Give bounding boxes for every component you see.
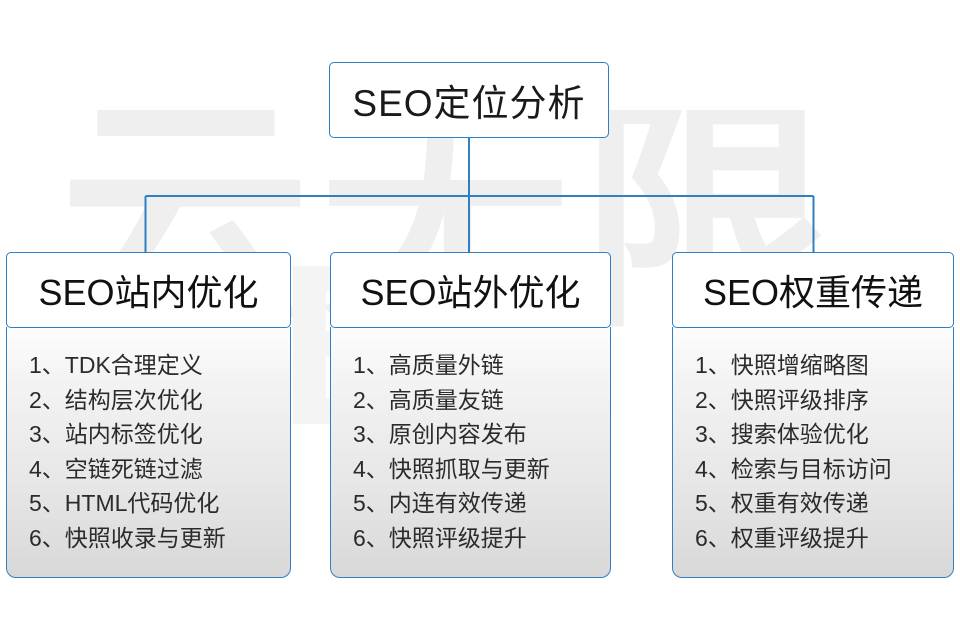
column-3-header-label: SEO权重传递 bbox=[702, 272, 924, 313]
column-seo-onsite: SEO站内优化 1、TDK合理定义 2、结构层次优化 3、站内标签优化 4、空链… bbox=[6, 252, 291, 578]
list-item: 3、搜索体验优化 bbox=[695, 421, 869, 447]
list-item: 3、站内标签优化 bbox=[29, 421, 203, 447]
list-item: 5、内连有效传递 bbox=[353, 490, 527, 516]
column-1-item-list: 1、TDK合理定义 2、结构层次优化 3、站内标签优化 4、空链死链过滤 5、H… bbox=[7, 348, 290, 555]
list-item: 1、TDK合理定义 bbox=[29, 352, 203, 378]
root-node[interactable]: SEO定位分析 bbox=[329, 62, 609, 138]
list-item: 4、检索与目标访问 bbox=[695, 455, 892, 482]
column-3-body: 1、快照增缩略图 2、快照评级排序 3、搜索体验优化 4、检索与目标访问 5、权… bbox=[672, 327, 954, 578]
column-2-item-list: 1、高质量外链 2、高质量友链 3、原创内容发布 4、快照抓取与更新 5、内连有… bbox=[331, 348, 610, 555]
column-seo-offsite: SEO站外优化 1、高质量外链 2、高质量友链 3、原创内容发布 4、快照抓取与… bbox=[330, 252, 611, 578]
list-item: 6、快照评级提升 bbox=[353, 524, 527, 551]
list-item: 6、权重评级提升 bbox=[695, 524, 869, 551]
column-2-body: 1、高质量外链 2、高质量友链 3、原创内容发布 4、快照抓取与更新 5、内连有… bbox=[330, 327, 611, 578]
list-item: 5、HTML代码优化 bbox=[29, 490, 220, 516]
column-2-header[interactable]: SEO站外优化 bbox=[330, 252, 611, 328]
list-item: 1、快照增缩略图 bbox=[695, 352, 869, 378]
column-1-header-label: SEO站内优化 bbox=[38, 272, 259, 313]
list-item: 1、高质量外链 bbox=[353, 352, 504, 378]
list-item: 2、结构层次优化 bbox=[29, 386, 203, 413]
column-1-body: 1、TDK合理定义 2、结构层次优化 3、站内标签优化 4、空链死链过滤 5、H… bbox=[6, 327, 291, 578]
list-item: 5、权重有效传递 bbox=[695, 490, 869, 516]
column-3-item-list: 1、快照增缩略图 2、快照评级排序 3、搜索体验优化 4、检索与目标访问 5、权… bbox=[673, 348, 953, 555]
list-item: 4、空链死链过滤 bbox=[29, 455, 203, 482]
root-node-title: SEO定位分析 bbox=[352, 83, 586, 124]
list-item: 4、快照抓取与更新 bbox=[353, 455, 550, 482]
column-1-header[interactable]: SEO站内优化 bbox=[6, 252, 291, 328]
column-2-header-label: SEO站外优化 bbox=[360, 272, 581, 313]
column-seo-weight: SEO权重传递 1、快照增缩略图 2、快照评级排序 3、搜索体验优化 4、检索与… bbox=[672, 252, 954, 578]
list-item: 3、原创内容发布 bbox=[353, 421, 527, 447]
list-item: 2、高质量友链 bbox=[353, 386, 504, 413]
list-item: 6、快照收录与更新 bbox=[29, 524, 226, 551]
column-3-header[interactable]: SEO权重传递 bbox=[672, 252, 954, 328]
list-item: 2、快照评级排序 bbox=[695, 386, 869, 413]
